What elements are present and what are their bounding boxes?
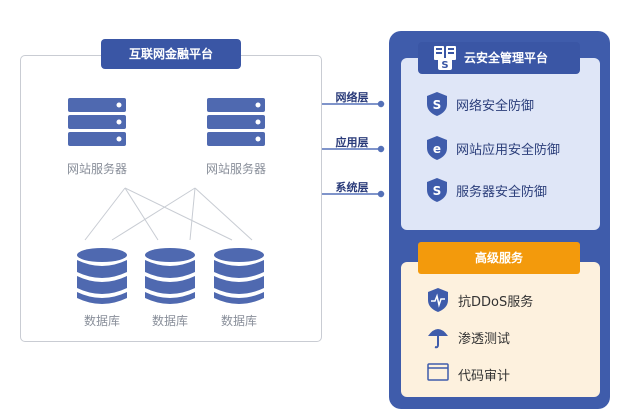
cloud-security-platform-title: S 云安全管理平台 <box>418 42 580 74</box>
database-label: 数据库 <box>151 314 188 328</box>
internet-finance-platform-title: 互联网金融平台 <box>101 39 241 69</box>
server-label: 网站服务器 <box>205 162 266 176</box>
svg-text:S: S <box>433 184 442 198</box>
database-label: 数据库 <box>83 314 120 328</box>
browser-window-icon <box>427 363 449 381</box>
database-icon <box>145 248 195 304</box>
database-icon <box>77 248 127 304</box>
service-code-audit: 代码审计 <box>458 369 511 384</box>
server-label: 网站服务器 <box>66 162 127 176</box>
server-icon <box>68 98 126 146</box>
service-anti-ddos: 抗DDoS服务 <box>458 295 534 310</box>
advanced-services-title: 高级服务 <box>418 242 580 274</box>
shield-pulse-icon <box>428 288 448 312</box>
link-label-system-layer: 系统层 <box>335 181 369 194</box>
svg-text:S: S <box>433 98 442 112</box>
database-icon <box>214 248 264 304</box>
feature-web-app-security: 网站应用安全防御 <box>456 143 561 158</box>
shield-s-icon: S <box>427 178 447 202</box>
server-icon <box>207 98 265 146</box>
link-label-network-layer: 网络层 <box>335 91 369 104</box>
shield-e-icon: e <box>427 136 447 160</box>
svg-text:S: S <box>441 60 448 70</box>
feature-server-security: 服务器安全防御 <box>456 185 548 200</box>
security-server-icon: S <box>434 46 456 70</box>
umbrella-icon <box>428 329 448 349</box>
link-label-application-layer: 应用层 <box>335 136 369 149</box>
advanced-services-panel <box>401 262 600 397</box>
feature-network-security: 网络安全防御 <box>456 99 535 114</box>
service-penetration-test: 渗透测试 <box>458 332 511 347</box>
svg-text:e: e <box>433 142 441 156</box>
database-label: 数据库 <box>220 314 257 328</box>
shield-s-icon: S <box>427 92 447 116</box>
